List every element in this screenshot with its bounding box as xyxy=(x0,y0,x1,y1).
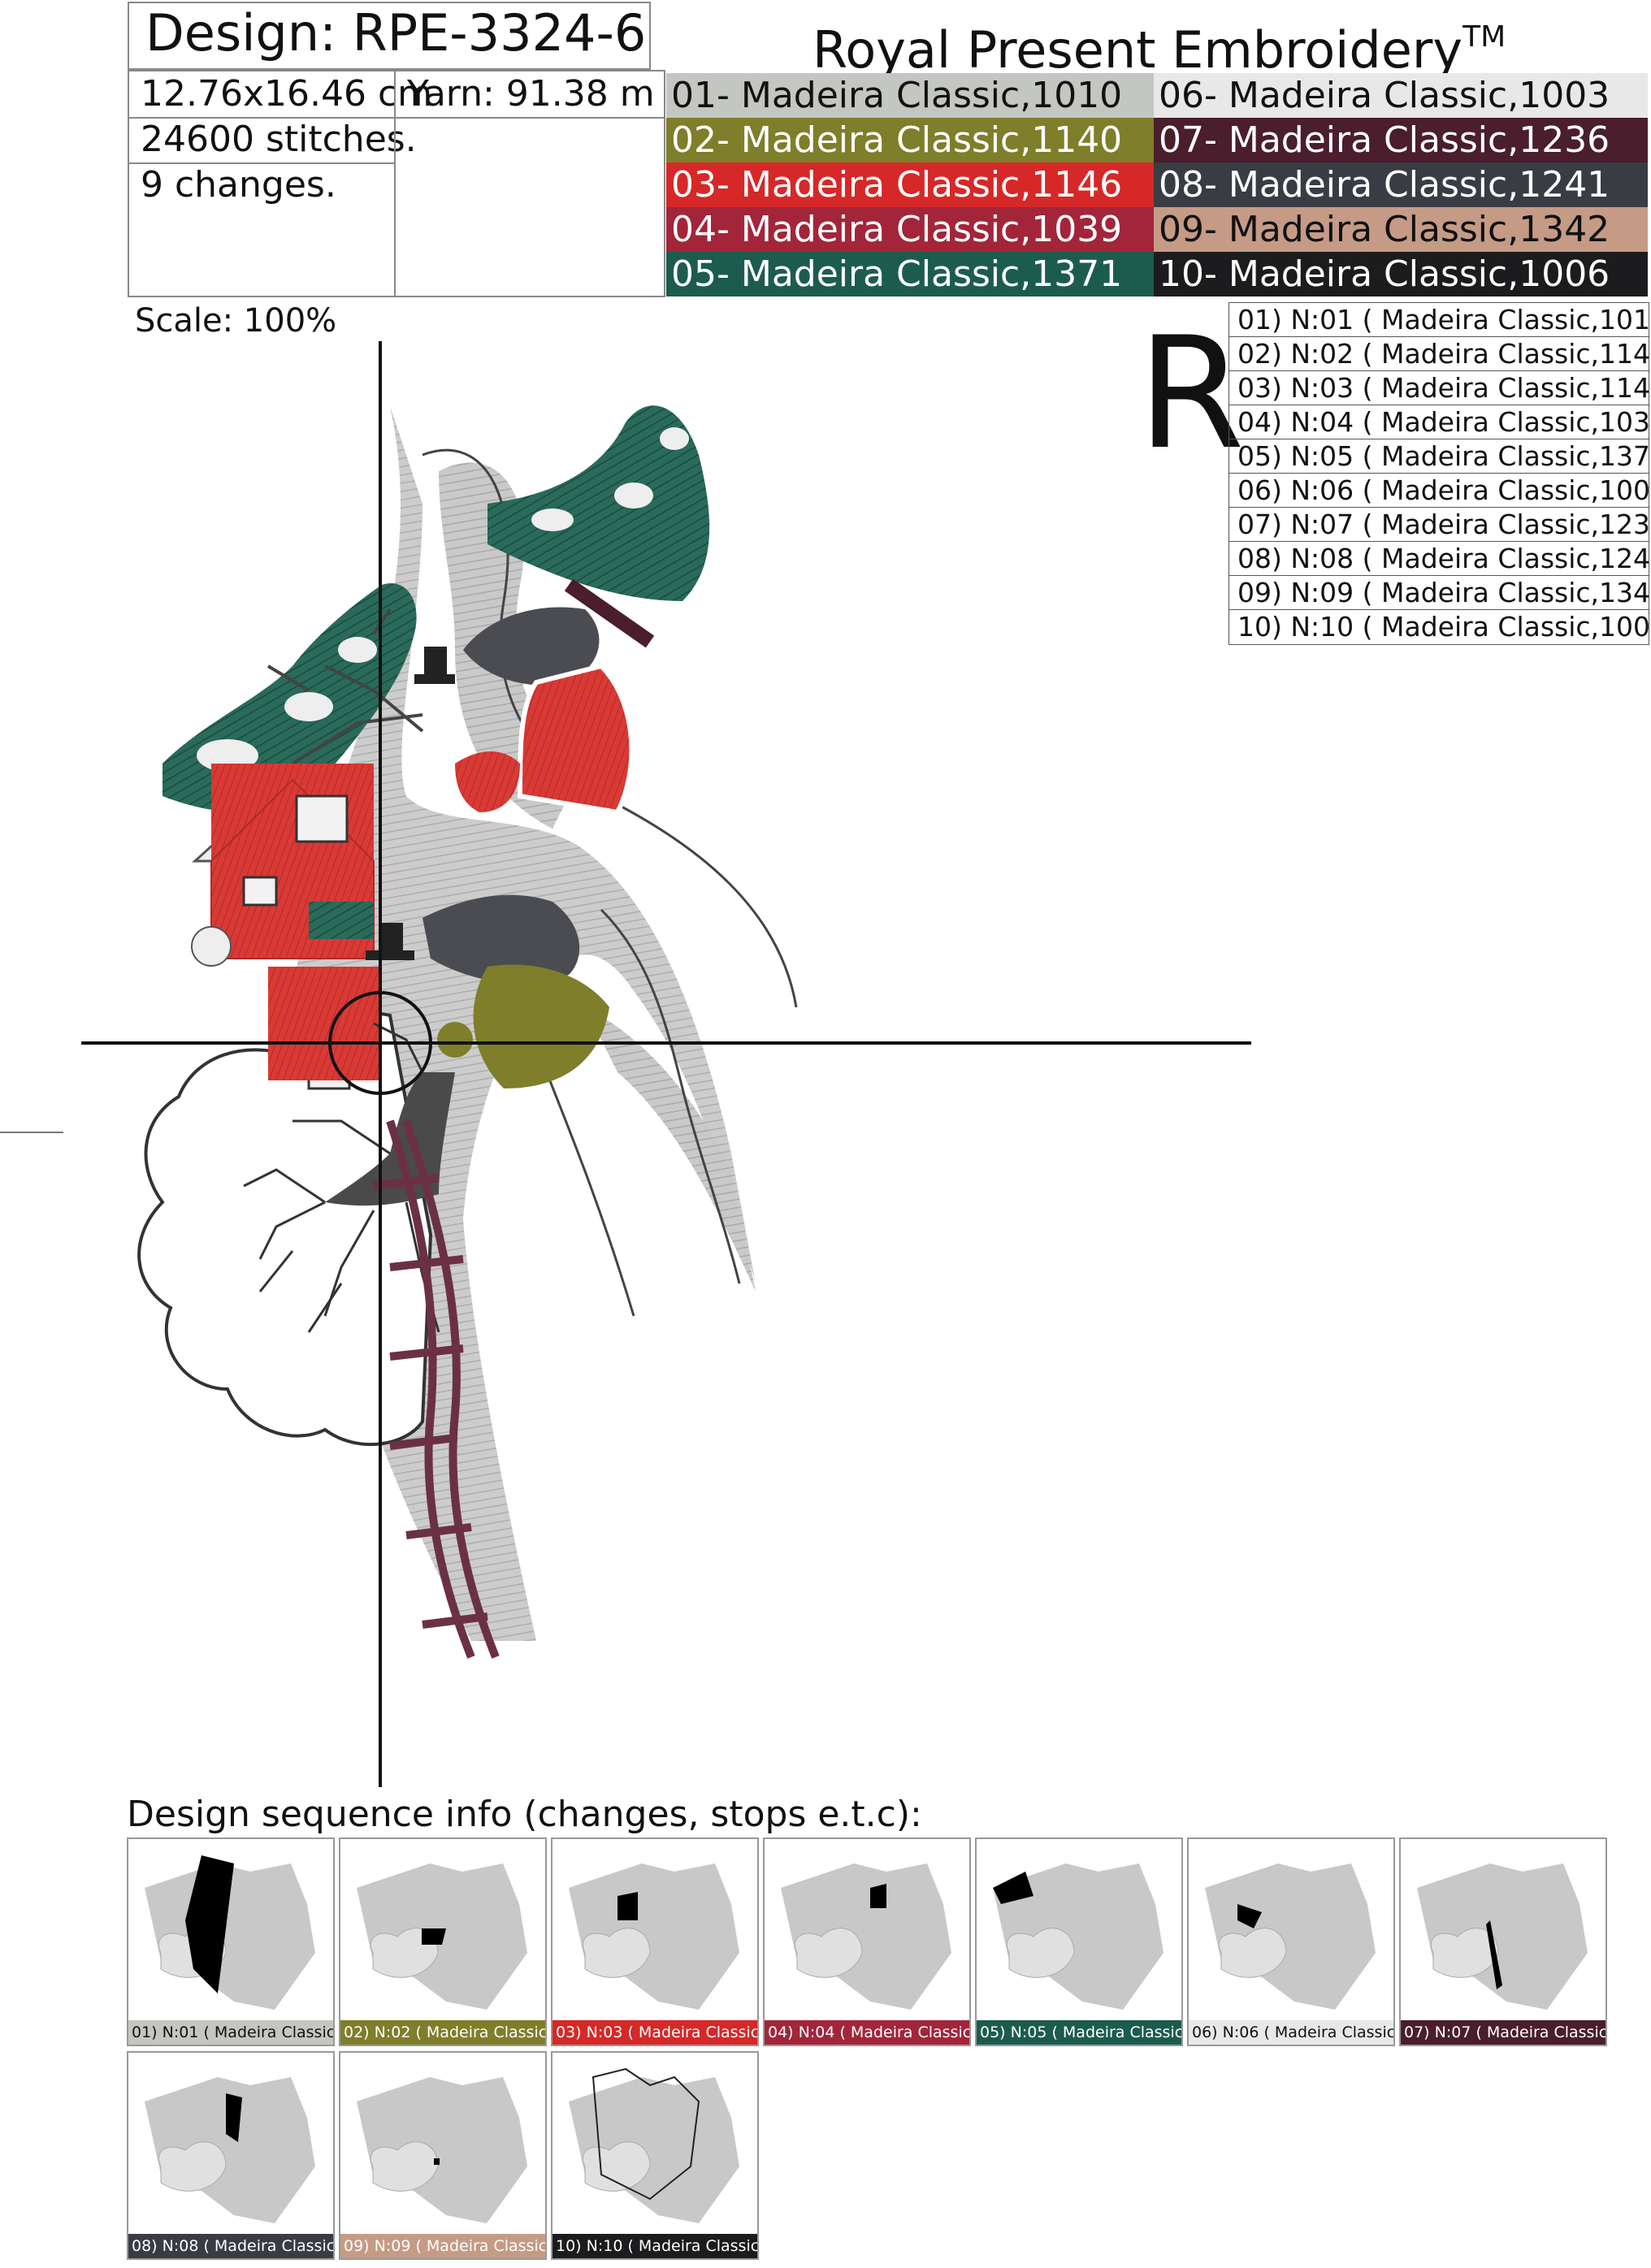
fence xyxy=(373,1119,500,1659)
woman-dress-mid xyxy=(473,964,609,1089)
step-label: 06) N:06 ( Madeira Classic xyxy=(1189,2020,1393,2045)
step-preview xyxy=(569,1863,739,2010)
design-title-box: Design: RPE-3324-6 xyxy=(128,2,651,70)
stitches-cell: 24600 stitches. xyxy=(128,117,417,164)
brand-name: Royal Present Embroidery xyxy=(812,20,1463,80)
legend-row: 10) N:10 ( Madeira Classic,1006) xyxy=(1237,611,1649,643)
yarn-length: Yarn: 91.38 m xyxy=(407,73,655,115)
step-preview xyxy=(357,2077,527,2223)
step-preview xyxy=(145,1855,315,2010)
step-label: 07) N:07 ( Madeira Classic xyxy=(1401,2020,1606,2045)
thread-swatch: 05- Madeira Classic,1371 xyxy=(666,252,1154,296)
step-preview xyxy=(1205,1863,1376,2010)
step-label: 05) N:05 ( Madeira Classic xyxy=(977,2020,1181,2045)
sequence-step: 05) N:05 ( Madeira Classic xyxy=(975,1837,1183,2046)
empty-cell xyxy=(394,117,665,297)
stitch-count: 24600 stitches. xyxy=(141,119,417,160)
sequence-step: 06) N:06 ( Madeira Classic xyxy=(1187,1837,1395,2046)
step-label: 03) N:03 ( Madeira Classic xyxy=(552,2020,757,2045)
legend-row: 03) N:03 ( Madeira Classic,1146) xyxy=(1229,371,1649,405)
house-window-small xyxy=(242,876,278,907)
scale-label: Scale: 100% xyxy=(135,302,337,340)
legend-row: 02) N:02 ( Madeira Classic,1140) xyxy=(1229,337,1649,371)
design-size: 12.76x16.46 cm xyxy=(141,73,433,115)
woman-dress-top xyxy=(517,663,635,816)
step-preview xyxy=(145,2077,315,2223)
thread-swatch: 04- Madeira Classic,1039 xyxy=(666,207,1154,252)
orientation-mark: R xyxy=(1138,304,1246,483)
step-label: 09) N:09 ( Madeira Classic xyxy=(340,2234,545,2258)
design-title: Design: RPE-3324-6 xyxy=(145,3,647,63)
house-window-upper xyxy=(295,794,349,843)
crosshair-center xyxy=(328,991,432,1095)
thread-swatch: 03- Madeira Classic,1146 xyxy=(666,162,1154,207)
brand-title: Royal Present EmbroideryTM xyxy=(812,5,1506,83)
thread-swatch: 10- Madeira Classic,1006 xyxy=(1154,252,1648,296)
man-coat-mid xyxy=(422,894,580,984)
yarn-cell: Yarn: 91.38 m xyxy=(394,70,665,119)
step-label: 04) N:04 ( Madeira Classic xyxy=(765,2020,969,2045)
sequence-step: 01) N:01 ( Madeira Classic,1 xyxy=(127,1837,335,2046)
thread-legend: 01) N:01 ( Madeira Classic,1010)02) N:02… xyxy=(1228,302,1649,645)
step-preview xyxy=(781,1863,951,2010)
sequence-step: 10) N:10 ( Madeira Classic,1 xyxy=(551,2051,759,2260)
legend-row: 05) N:05 ( Madeira Classic,1371) xyxy=(1229,439,1649,474)
sequence-title: Design sequence info (changes, stops e.t… xyxy=(127,1794,922,1835)
legend-row: 06) N:06 ( Madeira Classic,1003) xyxy=(1229,474,1649,508)
trademark-symbol: TM xyxy=(1462,20,1506,54)
legend-row: 04) N:04 ( Madeira Classic,1039) xyxy=(1229,405,1649,439)
legend-row: 07) N:07 ( Madeira Classic,1236) xyxy=(1229,508,1649,542)
thread-swatch: 06- Madeira Classic,1003 xyxy=(1154,73,1648,118)
thread-swatch: 02- Madeira Classic,1140 xyxy=(666,118,1154,162)
side-tick xyxy=(0,1132,63,1133)
changes-cell: 9 changes. xyxy=(128,162,396,297)
sequence-step: 07) N:07 ( Madeira Classic xyxy=(1399,1837,1607,2046)
legend-row: 09) N:09 ( Madeira Classic,1342) xyxy=(1229,576,1649,610)
step-label: 02) N:02 ( Madeira Classic xyxy=(340,2020,545,2045)
child-top xyxy=(455,751,520,812)
snow-bank-right xyxy=(585,1007,756,1292)
sequence-step: 04) N:04 ( Madeira Classic xyxy=(763,1837,971,2046)
legend-row: 01) N:01 ( Madeira Classic,1010) xyxy=(1229,303,1649,337)
step-label: 08) N:08 ( Madeira Classic xyxy=(128,2234,333,2258)
size-cell: 12.76x16.46 cm xyxy=(128,70,433,119)
step-preview xyxy=(1417,1863,1588,2010)
snowdrift-outline xyxy=(137,1011,433,1447)
thread-swatch: 01- Madeira Classic,1010 xyxy=(666,73,1154,118)
color-changes: 9 changes. xyxy=(141,164,336,206)
step-label: 10) N:10 ( Madeira Classic,1 xyxy=(552,2234,757,2258)
thread-swatch: 08- Madeira Classic,1241 xyxy=(1154,162,1648,207)
sequence-step: 09) N:09 ( Madeira Classic xyxy=(339,2051,547,2260)
sequence-step: 03) N:03 ( Madeira Classic xyxy=(551,1837,759,2046)
step-preview xyxy=(993,1863,1164,2010)
step-preview xyxy=(357,1863,527,2010)
step-preview xyxy=(569,2067,739,2223)
embroidery-design xyxy=(81,341,1251,1787)
legend-row: 08) N:08 ( Madeira Classic,1241) xyxy=(1229,542,1649,576)
thread-swatch: 07- Madeira Classic,1236 xyxy=(1154,118,1648,162)
man-coat-top xyxy=(463,607,600,686)
sequence-step: 08) N:08 ( Madeira Classic xyxy=(127,2051,335,2260)
step-label: 01) N:01 ( Madeira Classic,1 xyxy=(128,2020,333,2045)
thread-swatch: 09- Madeira Classic,1342 xyxy=(1154,207,1648,252)
sequence-step: 02) N:02 ( Madeira Classic xyxy=(339,1837,547,2046)
pine-tree-right xyxy=(488,405,710,601)
